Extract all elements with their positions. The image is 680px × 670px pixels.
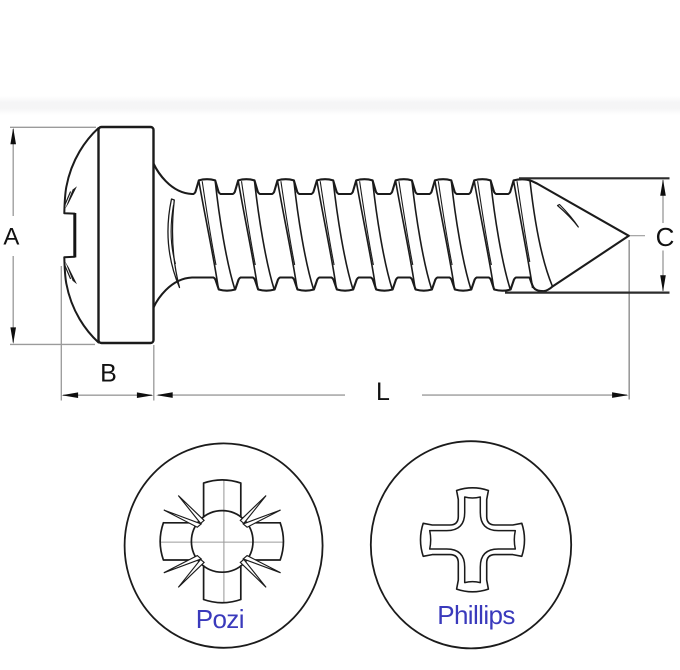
- svg-text:B: B: [100, 360, 117, 388]
- svg-text:Phillips: Phillips: [437, 600, 515, 630]
- svg-text:Pozi: Pozi: [196, 604, 244, 634]
- svg-text:L: L: [376, 378, 390, 406]
- svg-text:C: C: [656, 222, 675, 252]
- svg-text:A: A: [3, 224, 19, 251]
